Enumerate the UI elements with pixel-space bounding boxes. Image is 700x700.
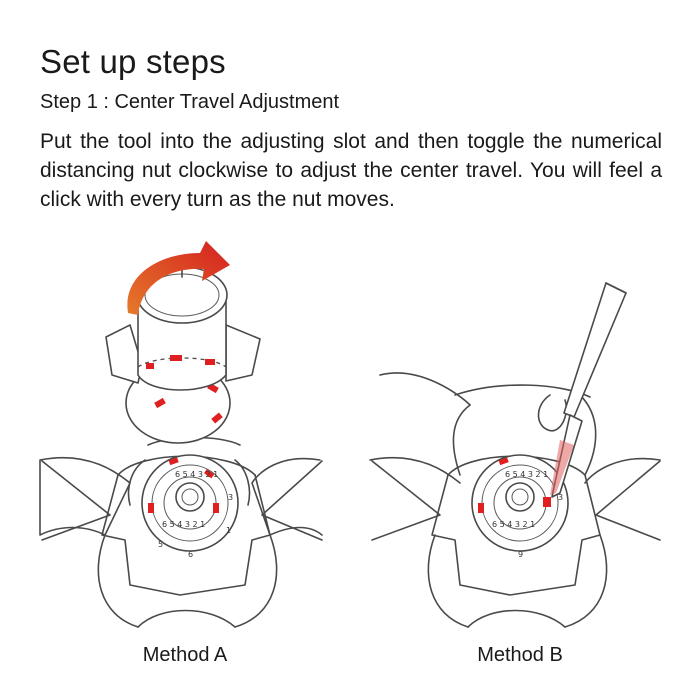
page-title: Set up steps (40, 43, 226, 80)
svg-text:1: 1 (226, 526, 231, 535)
method-a-caption: Method A (142, 644, 228, 666)
distancing-nut-dial-a: 6 5 4 3 2 1 6 5 4 3 2 1 6 5 1 3 (141, 454, 239, 559)
method-b-illustration: 6 5 4 3 2 1 6 5 4 3 2 1 9 3 (360, 235, 680, 655)
svg-text:6: 6 (188, 550, 193, 559)
svg-text:3: 3 (228, 493, 233, 502)
svg-text:6 5 4 3 2 1: 6 5 4 3 2 1 (492, 520, 535, 529)
cylindrical-tool (105, 266, 261, 444)
method-b-caption: Method B (477, 644, 563, 666)
distancing-nut-dial-b: 6 5 4 3 2 1 6 5 4 3 2 1 9 3 (471, 454, 569, 559)
method-a-illustration: 6 5 4 3 2 1 6 5 4 3 2 1 6 5 1 3 (30, 235, 350, 655)
step-title: Step 1 : Center Travel Adjustment (40, 91, 340, 113)
svg-text:6 5 4 3 2 1: 6 5 4 3 2 1 (162, 520, 205, 529)
svg-text:5: 5 (158, 540, 163, 549)
svg-text:6 5 4 3 2 1: 6 5 4 3 2 1 (505, 470, 548, 479)
svg-text:6 5 4 3 2 1: 6 5 4 3 2 1 (175, 470, 218, 479)
clockwise-arrow (127, 241, 230, 315)
instruction-text: Put the tool into the adjusting slot and… (40, 130, 662, 211)
svg-text:9: 9 (518, 550, 523, 559)
flat-blade-tool (550, 282, 627, 498)
svg-text:3: 3 (558, 493, 563, 502)
